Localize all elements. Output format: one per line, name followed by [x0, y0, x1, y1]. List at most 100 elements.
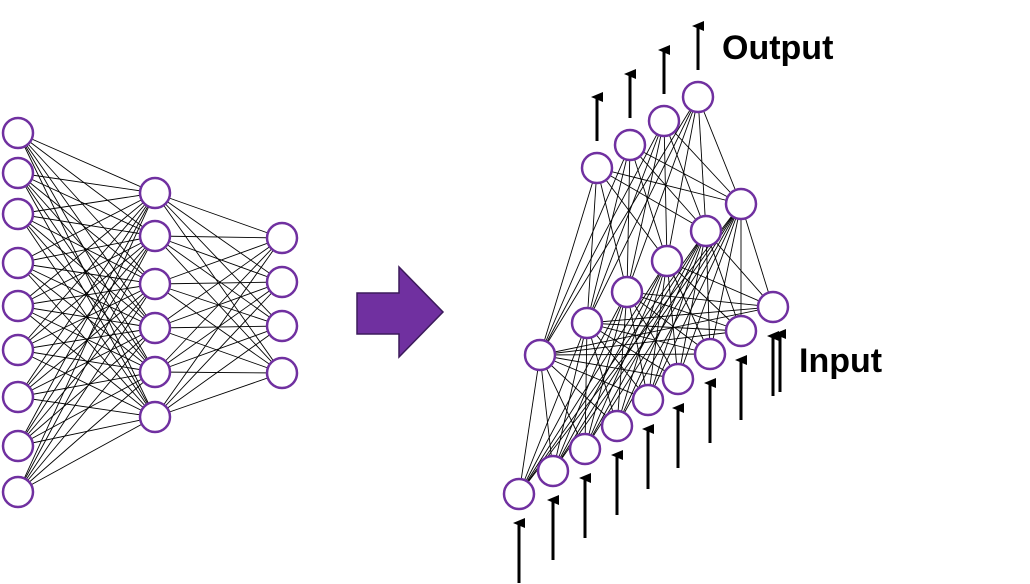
right-edge — [539, 354, 554, 472]
left-network-edges — [17, 132, 283, 493]
right-edge — [539, 353, 711, 356]
right-hidden-node — [650, 244, 684, 278]
left-edge — [17, 132, 156, 418]
right-edge — [705, 230, 711, 355]
right-edge — [586, 120, 665, 324]
left-edge — [17, 235, 156, 493]
right-output-node — [613, 128, 647, 162]
right-arrow-icon — [356, 265, 445, 359]
left-input-node — [1, 333, 35, 367]
right-edge — [552, 291, 628, 472]
right-output-node — [580, 151, 614, 185]
right-edge — [697, 96, 742, 205]
right-input-node — [724, 314, 758, 348]
right-edge — [539, 167, 598, 356]
right-edge — [626, 291, 742, 332]
right-edge — [705, 230, 774, 308]
left-edge — [17, 235, 156, 398]
left-edge — [17, 327, 156, 447]
left-edge — [154, 372, 283, 418]
left-hidden-node — [138, 219, 172, 253]
signal-arrows — [513, 21, 786, 583]
right-hidden-node — [724, 187, 758, 221]
right-output-node — [681, 80, 715, 114]
right-edge — [666, 260, 679, 380]
left-input-node — [1, 380, 35, 414]
left-edge — [154, 192, 283, 239]
right-edge — [584, 291, 628, 450]
right-edge — [616, 291, 628, 427]
right-edge — [586, 306, 774, 324]
left-output-node — [265, 309, 299, 343]
right-edge — [677, 203, 742, 380]
left-edge — [17, 192, 156, 307]
left-edge — [17, 371, 156, 398]
right-edge — [539, 354, 618, 427]
right-edge — [626, 291, 774, 308]
right-edge — [666, 260, 742, 332]
left-edge — [154, 325, 283, 418]
left-edge — [154, 281, 283, 418]
left-edge — [17, 172, 156, 373]
right-edge — [596, 167, 707, 232]
left-edge — [17, 283, 156, 493]
left-edge — [17, 371, 156, 493]
right-input-node — [756, 290, 790, 324]
left-network-nodes — [1, 116, 299, 509]
left-edge — [154, 237, 283, 285]
left-edge — [17, 172, 156, 194]
right-edge — [518, 322, 588, 495]
left-edge — [154, 237, 283, 373]
input-label: Input — [799, 342, 882, 380]
left-edge — [154, 237, 283, 418]
right-edge — [697, 96, 707, 232]
right-edge — [539, 354, 649, 401]
right-edge — [647, 203, 742, 401]
right-edge — [584, 230, 707, 450]
left-input-node — [1, 429, 35, 463]
right-edge — [539, 144, 631, 356]
left-output-node — [265, 221, 299, 255]
left-edge — [17, 235, 156, 447]
right-edge — [586, 322, 711, 355]
left-edge — [17, 235, 156, 351]
left-edge — [17, 327, 156, 351]
left-edge — [17, 213, 156, 418]
right-edge — [518, 354, 541, 495]
left-hidden-node — [138, 400, 172, 434]
right-edge — [626, 96, 699, 293]
right-edge — [586, 96, 699, 324]
left-edge — [17, 172, 156, 237]
right-edge — [586, 322, 649, 401]
left-edge — [154, 371, 283, 374]
right-input-node — [631, 383, 665, 417]
right-edge — [539, 354, 679, 380]
left-hidden-node — [138, 176, 172, 210]
right-input-node — [502, 477, 536, 511]
left-edge — [17, 262, 156, 373]
right-output-node — [647, 104, 681, 138]
right-edge — [584, 322, 588, 450]
left-edge — [154, 283, 283, 374]
right-network-edges — [518, 96, 774, 495]
left-edge — [17, 262, 156, 285]
right-input-node — [536, 454, 570, 488]
right-edge — [663, 120, 742, 205]
left-edge — [17, 327, 156, 398]
left-output-node — [265, 356, 299, 390]
left-input-node — [1, 289, 35, 323]
right-edge — [596, 167, 668, 262]
left-edge — [154, 235, 283, 327]
right-edge — [629, 144, 707, 232]
left-hidden-node — [138, 355, 172, 389]
left-edge — [17, 349, 156, 373]
right-edge — [709, 203, 742, 355]
left-input-node — [1, 156, 35, 190]
right-edge — [596, 167, 628, 293]
left-edge — [17, 192, 156, 398]
left-edge — [17, 416, 156, 493]
left-input-node — [1, 116, 35, 150]
right-edge — [626, 120, 665, 293]
right-edge — [626, 291, 679, 380]
right-hidden-node — [570, 306, 604, 340]
